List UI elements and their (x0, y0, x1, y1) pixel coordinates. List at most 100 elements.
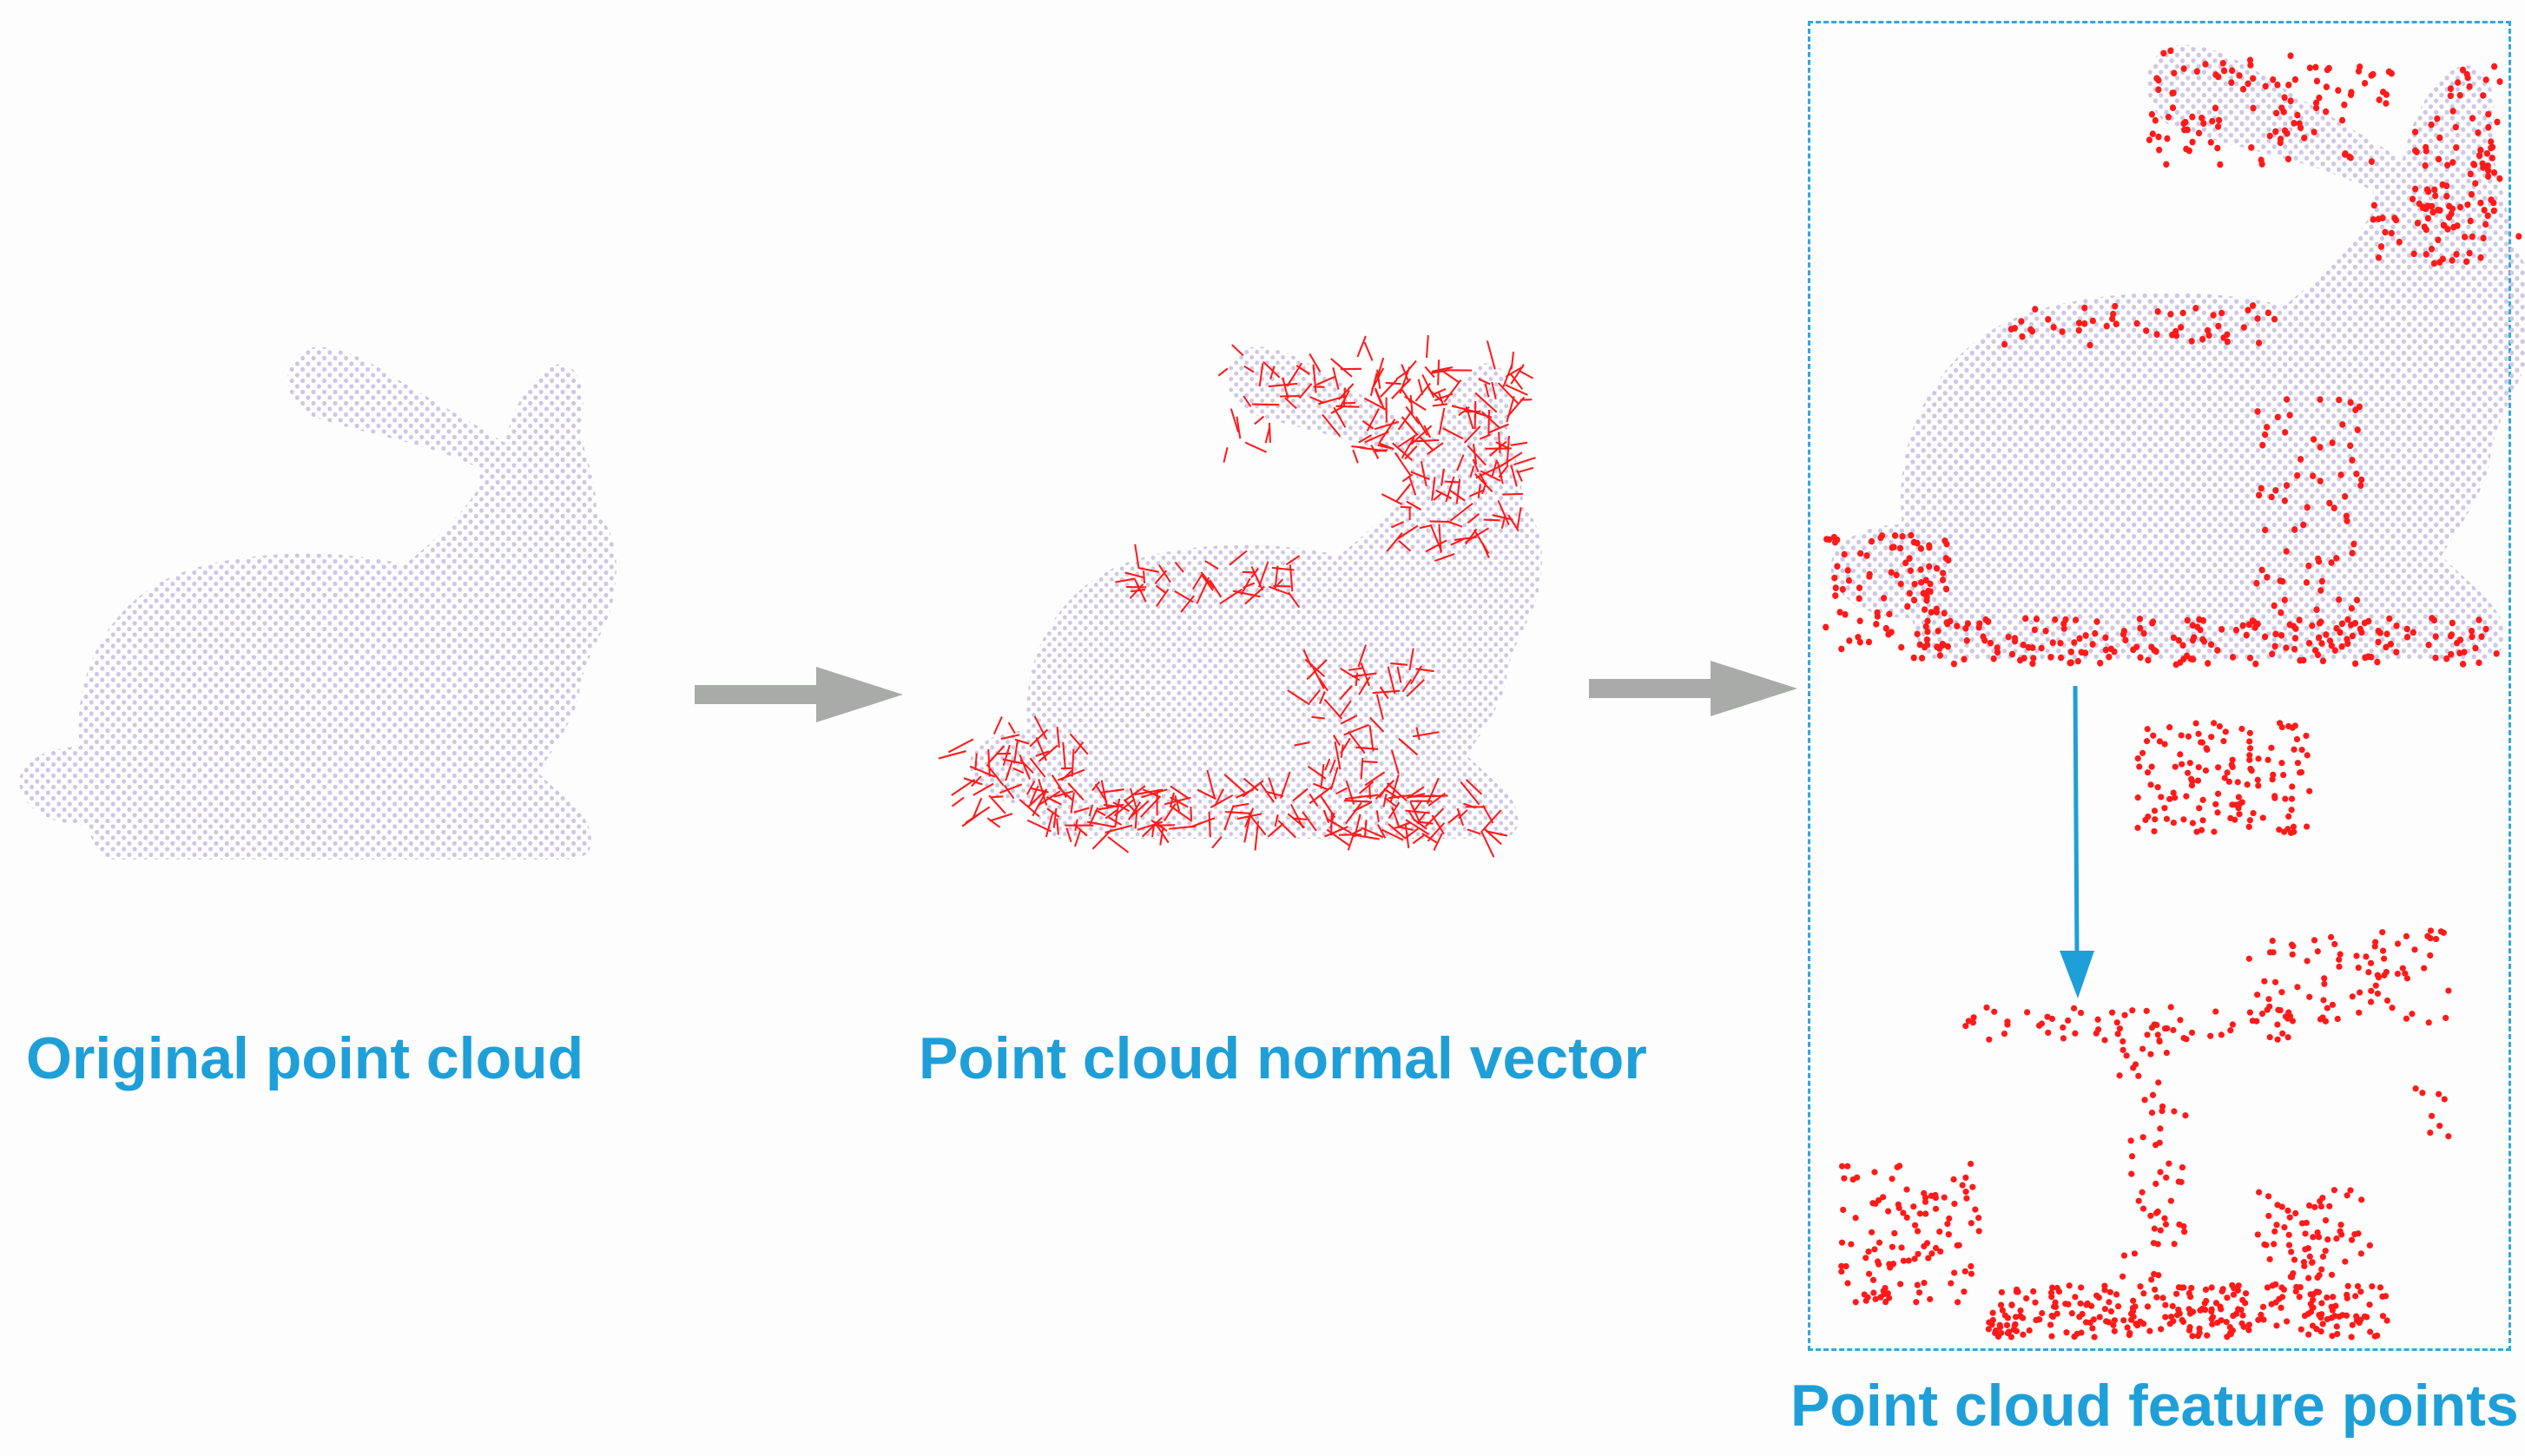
extracted-point (2185, 734, 2192, 740)
extracted-point (2412, 1085, 2418, 1091)
normal-vector (1269, 423, 1270, 443)
normal-vector (952, 780, 975, 795)
extracted-point (2095, 1017, 2101, 1023)
extracted-point (2179, 1317, 2185, 1323)
extracted-point (2279, 1031, 2285, 1037)
feature-point (1928, 609, 1935, 616)
extracted-point (2200, 797, 2206, 803)
feature-point (2137, 616, 2143, 623)
extracted-point (2335, 1016, 2341, 1022)
feature-point (2228, 79, 2234, 86)
feature-point (1964, 637, 1970, 644)
extracted-point (2324, 1005, 2331, 1011)
feature-point (2370, 71, 2376, 78)
feature-point (1944, 619, 1950, 626)
extracted-point (1840, 1207, 1846, 1213)
feature-point (2425, 642, 2431, 649)
feature-point (2457, 204, 2463, 211)
feature-point (1845, 567, 1851, 574)
feature-point (1904, 603, 1910, 610)
feature-point (2436, 135, 2443, 142)
extracted-point (2017, 1308, 2023, 1314)
feature-point (2155, 77, 2161, 84)
feature-point (2431, 617, 2437, 624)
feature-point (2425, 215, 2431, 222)
extracted-point (2326, 1203, 2332, 1209)
feature-point (1926, 563, 1932, 570)
feature-point (1923, 597, 1929, 604)
feature-point (2423, 148, 2429, 155)
extracted-point (1956, 1242, 1962, 1248)
feature-point (2336, 397, 2342, 404)
extracted-point (2276, 1296, 2282, 1302)
feature-point (2455, 79, 2461, 86)
extracted-point (2278, 760, 2284, 766)
feature-point (2264, 574, 2270, 581)
extracted-point (1870, 1277, 1876, 1283)
feature-point (2324, 67, 2331, 74)
extracted-point (2353, 952, 2359, 959)
extracted-point (2259, 1011, 2265, 1017)
feature-point (1961, 656, 1967, 662)
extracted-point (2315, 948, 2321, 954)
feature-point (2342, 493, 2348, 500)
extracted-point (2289, 783, 2295, 789)
extracted-point (2109, 1010, 2115, 1016)
extracted-point (2225, 769, 2231, 775)
feature-point (2292, 625, 2298, 632)
extracted-point (2203, 1287, 2209, 1293)
extracted-point (2395, 940, 2401, 946)
feature-point (2281, 109, 2287, 115)
extracted-point (2355, 1230, 2361, 1236)
extracted-point (2187, 760, 2193, 766)
extracted-point (1839, 1240, 1845, 1246)
feature-point (2030, 655, 2036, 662)
feature-point (2393, 623, 2399, 629)
feature-point (2341, 102, 2347, 109)
extracted-point (2366, 1301, 2372, 1308)
extracted-point (2049, 1016, 2055, 1022)
feature-point (2155, 86, 2161, 93)
feature-point (2350, 541, 2357, 548)
feature-point (2009, 651, 2015, 658)
feature-point (2371, 202, 2377, 209)
extracted-point (2172, 1241, 2178, 1247)
feature-point (2262, 634, 2268, 641)
extracted-point (2358, 1250, 2364, 1256)
feature-point (2313, 606, 2319, 613)
extracted-point (2170, 1318, 2176, 1324)
feature-point (2469, 628, 2475, 635)
feature-point (2176, 637, 2182, 644)
feature-point (2443, 193, 2449, 200)
feature-point (2470, 161, 2476, 168)
extracted-point (2150, 733, 2156, 739)
extracted-point (2403, 933, 2410, 939)
extracted-point (2304, 823, 2310, 829)
extracted-point (2065, 1301, 2071, 1308)
extracted-point (2291, 747, 2297, 753)
feature-point (2357, 404, 2363, 411)
feature-point (2108, 645, 2114, 652)
extracted-point (2318, 1266, 2324, 1272)
feature-point (2307, 64, 2313, 71)
extracted-point (2157, 1038, 2163, 1044)
normal-vector (1369, 785, 1370, 799)
extracted-point (2344, 1192, 2350, 1198)
extracted-point (2179, 761, 2185, 768)
extracted-point (2265, 1284, 2271, 1290)
feature-point (2012, 325, 2018, 332)
normal-vector (1353, 450, 1358, 463)
feature-point (2073, 616, 2079, 623)
extracted-point (2329, 1272, 2335, 1278)
feature-point (2171, 89, 2177, 96)
caption-normals: Point cloud normal vector (919, 1024, 1647, 1092)
extracted-point (2283, 1013, 2289, 1019)
feature-point (2145, 657, 2151, 664)
feature-point (2370, 216, 2377, 223)
feature-point (2281, 94, 2287, 101)
extracted-point (2268, 1301, 2274, 1308)
extracted-point (2145, 769, 2151, 775)
extracted-point (2168, 1198, 2174, 1204)
feature-point (2339, 421, 2345, 428)
feature-point (2209, 118, 2215, 125)
